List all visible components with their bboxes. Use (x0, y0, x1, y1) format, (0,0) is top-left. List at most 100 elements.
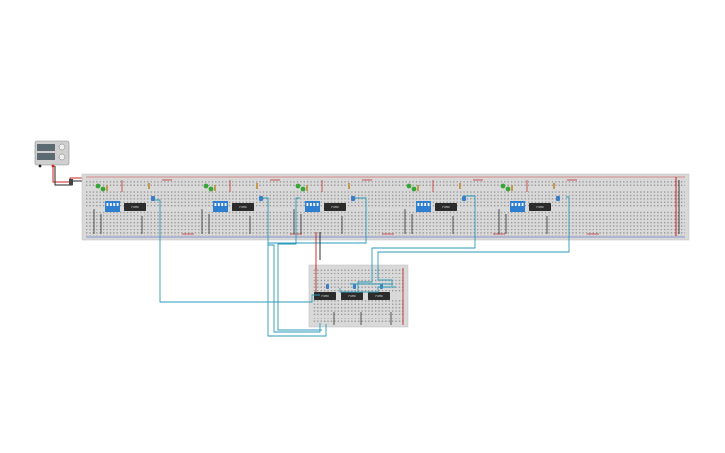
dip-switch[interactable] (305, 201, 320, 212)
chip-label: 74HC (348, 294, 356, 298)
dip-switch-toggle[interactable] (424, 203, 427, 206)
bottom-terminal-strip (86, 210, 685, 227)
logic-module-4[interactable]: 74HC (404, 179, 505, 235)
wire-module4 (357, 195, 476, 293)
dip-switch[interactable] (416, 201, 431, 212)
dip-switch[interactable] (213, 201, 228, 212)
dip-switch-toggle[interactable] (417, 203, 420, 206)
logic-ic-chip[interactable] (368, 292, 390, 300)
led-icon (500, 183, 506, 189)
capacitor-icon (353, 284, 356, 289)
wire-module3a (267, 197, 367, 337)
dip-switch[interactable] (105, 201, 120, 212)
dip-switch-toggle[interactable] (113, 203, 116, 206)
dip-switch-toggle[interactable] (420, 203, 423, 206)
logic-ic-chip[interactable] (341, 292, 363, 300)
led-icon (300, 186, 306, 192)
dip-switch-toggle[interactable] (518, 203, 521, 206)
capacitor-icon (380, 284, 383, 289)
voltage-display (37, 144, 55, 151)
dip-switch[interactable] (510, 201, 525, 212)
voltage-knob-icon[interactable] (58, 143, 66, 151)
dip-switch-toggle[interactable] (309, 203, 312, 206)
resistor-icon (256, 183, 258, 189)
wire-module3b (277, 197, 322, 331)
led-icon (100, 186, 106, 192)
logic-module-5[interactable]: 74HC (498, 179, 599, 235)
chip-label: 74HC (131, 205, 139, 209)
wire-small-a (339, 286, 396, 293)
led-icon (411, 186, 417, 192)
dip-switch-toggle[interactable] (214, 203, 217, 206)
chip-label: 74HC (321, 294, 329, 298)
led-icon (295, 183, 301, 189)
dip-switch-toggle[interactable] (217, 203, 220, 206)
logic-ic-chip[interactable] (529, 203, 551, 211)
bottom-power-rail (86, 229, 685, 236)
dip-switch-toggle[interactable] (316, 203, 319, 206)
interconnect-wires[interactable] (154, 195, 570, 337)
resistor-icon (511, 185, 513, 191)
resistor-icon (214, 185, 216, 191)
wire-module2 (262, 197, 321, 333)
negative-terminal-icon[interactable] (38, 164, 42, 168)
capacitor-icon (351, 196, 355, 201)
led-icon (203, 183, 209, 189)
logic-ic-chip[interactable] (124, 203, 146, 211)
resistor-icon (348, 183, 350, 189)
led-icon (505, 186, 511, 192)
capacitor-icon (326, 284, 329, 289)
power-bridge-wire (315, 232, 321, 270)
logic-module-2[interactable]: 74HC (201, 179, 302, 235)
power-supply[interactable] (34, 140, 70, 168)
small-logic-chip-2[interactable]: 74HC (341, 284, 363, 300)
wire-module5 (377, 196, 570, 286)
led-icon (208, 186, 214, 192)
small-top-strip (312, 277, 405, 292)
led-icon (95, 183, 101, 189)
dip-switch-toggle[interactable] (511, 203, 514, 206)
top-power-rail (86, 179, 685, 186)
resistor-icon (106, 185, 108, 191)
dip-switch-toggle[interactable] (106, 203, 109, 206)
logic-ic-chip[interactable] (232, 203, 254, 211)
small-logic-chip-1[interactable]: 74HC (314, 284, 336, 300)
current-knob-icon[interactable] (58, 153, 66, 161)
capacitor-icon (259, 196, 263, 201)
small-top-rail (312, 268, 405, 274)
current-display (37, 153, 55, 160)
led-icon (406, 183, 412, 189)
resistor-icon (306, 185, 308, 191)
dip-switch-toggle[interactable] (521, 203, 524, 206)
capacitor-icon (556, 196, 560, 201)
dip-switch-toggle[interactable] (313, 203, 316, 206)
main-breadboard[interactable] (81, 173, 690, 241)
capacitor-icon (462, 196, 466, 201)
small-bottom-rail (312, 318, 405, 324)
resistor-icon (148, 183, 150, 189)
logic-module-3[interactable]: 74HC (293, 179, 394, 235)
logic-ic-chip[interactable] (435, 203, 457, 211)
dip-switch-toggle[interactable] (109, 203, 112, 206)
wire-connector (69, 179, 73, 185)
dip-switch-toggle[interactable] (224, 203, 227, 206)
small-bottom-strip (312, 300, 405, 315)
dip-switch-toggle[interactable] (116, 203, 119, 206)
logic-ic-chip[interactable] (324, 203, 346, 211)
chip-label: 74HC (239, 205, 247, 209)
chip-label: 74HC (375, 294, 383, 298)
logic-ic-chip[interactable] (314, 292, 336, 300)
supply-wires (52, 166, 92, 186)
dip-switch-toggle[interactable] (221, 203, 224, 206)
wire-module1 (154, 199, 320, 303)
resistor-icon (459, 183, 461, 189)
chip-label: 74HC (536, 205, 544, 209)
small-logic-chip-3[interactable]: 74HC (368, 284, 390, 300)
resistor-icon (417, 185, 419, 191)
top-terminal-strip (86, 190, 685, 207)
chip-label: 74HC (331, 205, 339, 209)
dip-switch-toggle[interactable] (514, 203, 517, 206)
dip-switch-toggle[interactable] (427, 203, 430, 206)
dip-switch-toggle[interactable] (306, 203, 309, 206)
